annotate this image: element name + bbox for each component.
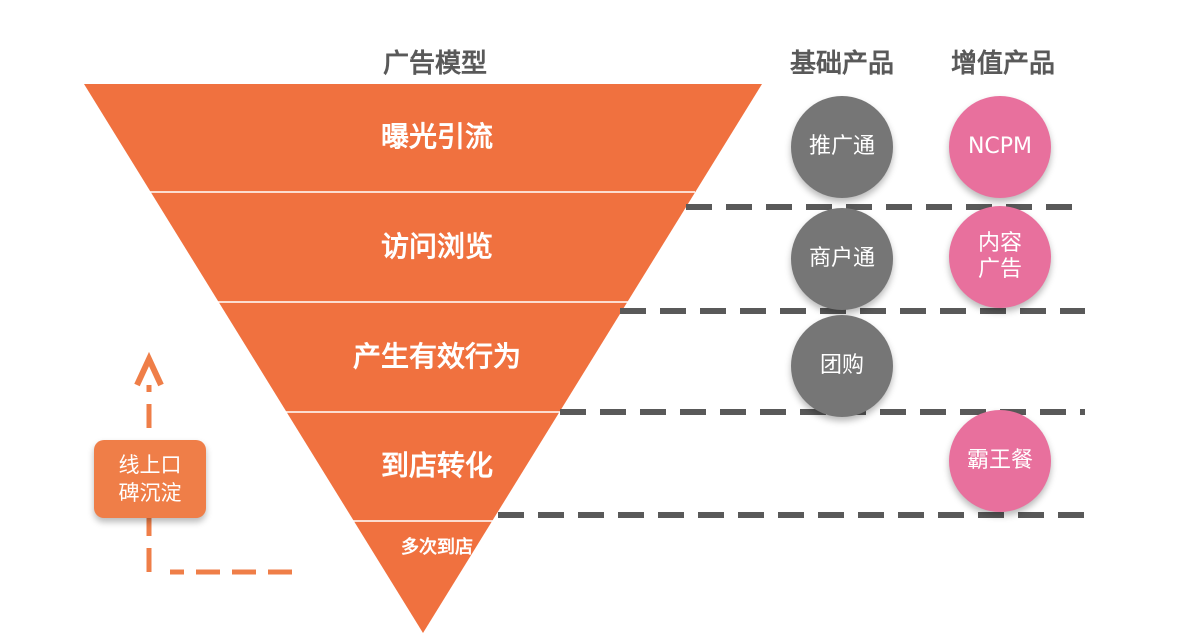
funnel-stage-label: 多次到店 [401,537,473,558]
heading-basic-products: 基础产品 [789,49,894,79]
feedback-arrow-head [134,351,164,387]
funnel-stage-label: 访问浏览 [380,230,493,263]
product-label: 商户通 [808,246,875,271]
heading-ad-model: 广告模型 [382,49,487,79]
funnel-stage-label: 产生有效行为 [352,340,521,373]
basic-product-circle: 团购 [791,315,893,417]
product-label: 推广通 [808,134,875,159]
product-label: 团购 [819,353,864,378]
product-label: 霸王餐 [966,448,1033,473]
value-added-product-circle: NCPM [949,96,1051,198]
basic-product-circle: 推广通 [791,96,893,198]
funnel-shape [84,84,762,633]
word-of-mouth-badge: 线上口 碑沉淀 [94,440,206,518]
funnel-stage-label: 曝光引流 [380,120,493,153]
value-added-product-circle: 霸王餐 [949,410,1051,512]
value-added-product-circle: 内容 广告 [949,206,1051,308]
funnel-stage-label: 到店转化 [380,449,493,482]
product-label: NCPM [967,134,1033,159]
product-label: 内容 广告 [977,231,1022,282]
badge-label: 线上口 碑沉淀 [118,453,182,505]
basic-product-circle: 商户通 [791,208,893,310]
heading-value-added-products: 增值产品 [950,49,1055,79]
